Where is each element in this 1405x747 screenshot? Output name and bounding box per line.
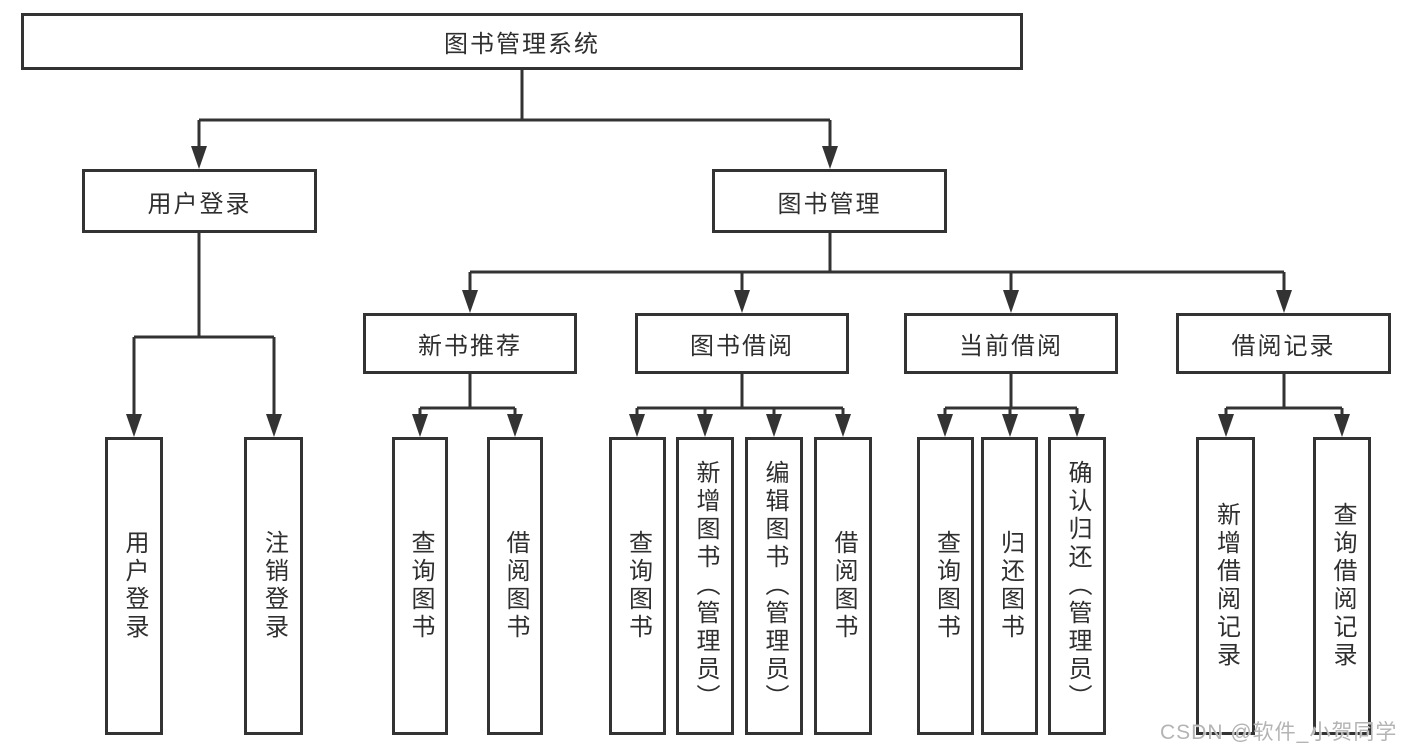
arrow-down-icon xyxy=(412,414,428,437)
leaf-return-books: 归还图书 xyxy=(981,437,1038,735)
leaf-edit-books-admin-label: 编辑图书（管理员） xyxy=(761,460,788,712)
leaf-confirm-return-admin-label: 确认归还（管理员） xyxy=(1064,460,1091,712)
connector-current-borrow-to-leaves xyxy=(943,374,1079,415)
node-new-book-recommend: 新书推荐 xyxy=(363,313,577,374)
arrow-down-icon xyxy=(822,146,838,169)
leaf-query-books-current: 查询图书 xyxy=(917,437,974,735)
node-book-management-label: 图书管理 xyxy=(777,190,882,218)
arrow-down-icon xyxy=(766,414,782,437)
leaf-user-login-label: 用户登录 xyxy=(121,530,148,642)
node-book-management: 图书管理 xyxy=(712,169,947,233)
arrow-down-icon xyxy=(266,414,282,437)
leaf-add-borrow-record: 新增借阅记录 xyxy=(1196,437,1255,735)
leaf-query-books-current-label: 查询图书 xyxy=(932,530,960,642)
arrow-down-icon xyxy=(734,290,750,313)
leaf-edit-books-admin: 编辑图书（管理员） xyxy=(745,437,803,735)
leaf-user-login: 用户登录 xyxy=(105,437,163,735)
arrow-down-icon xyxy=(126,414,142,437)
leaf-query-borrow-record-label: 查询借阅记录 xyxy=(1329,502,1356,670)
leaf-add-borrow-record-label: 新增借阅记录 xyxy=(1212,502,1240,670)
arrow-down-icon xyxy=(1069,414,1085,437)
leaf-logout-login-label: 注销登录 xyxy=(260,530,288,642)
leaf-logout-login: 注销登录 xyxy=(244,437,303,735)
node-new-book-recommend-label: 新书推荐 xyxy=(418,333,522,360)
arrow-down-icon xyxy=(1276,290,1292,313)
node-user-login: 用户登录 xyxy=(82,169,317,233)
connector-book-borrow-to-leaves xyxy=(635,374,845,415)
node-book-borrow: 图书借阅 xyxy=(635,313,849,374)
arrow-down-icon xyxy=(629,414,645,437)
connector-root-to-level2 xyxy=(197,70,832,148)
node-borrow-records-label: 借阅记录 xyxy=(1231,333,1336,360)
node-user-login-label: 用户登录 xyxy=(147,190,252,218)
leaf-query-books-borrow-label: 查询图书 xyxy=(624,530,652,642)
leaf-confirm-return-admin: 确认归还（管理员） xyxy=(1048,437,1106,735)
arrow-down-icon xyxy=(1334,414,1350,437)
connector-borrow-records-to-leaves xyxy=(1224,374,1344,415)
connector-new-book-to-leaves xyxy=(418,374,517,415)
leaf-return-books-label: 归还图书 xyxy=(996,530,1024,642)
connector-user-login-to-leaves xyxy=(132,233,276,414)
arrow-down-icon xyxy=(191,146,207,169)
node-current-borrow: 当前借阅 xyxy=(904,313,1118,374)
leaf-query-borrow-record: 查询借阅记录 xyxy=(1313,437,1371,735)
watermark-text: CSDN @软件_小贺同学 xyxy=(1160,721,1398,744)
node-book-borrow-label: 图书借阅 xyxy=(690,333,794,360)
arrow-down-icon xyxy=(937,414,953,437)
leaf-query-books-borrow: 查询图书 xyxy=(609,437,666,735)
leaf-add-books-admin: 新增图书（管理员） xyxy=(676,437,734,735)
arrow-down-icon xyxy=(1003,290,1019,313)
leaf-borrow-books-recommend: 借阅图书 xyxy=(487,437,543,735)
arrow-down-icon xyxy=(1002,414,1018,437)
arrow-down-icon xyxy=(507,414,523,437)
leaf-query-books-recommend: 查询图书 xyxy=(392,437,448,735)
leaf-borrow-books-recommend-label: 借阅图书 xyxy=(502,530,529,642)
connector-book-management-to-level3 xyxy=(468,233,1286,292)
leaf-query-books-recommend-label: 查询图书 xyxy=(407,530,434,642)
node-root: 图书管理系统 xyxy=(21,13,1023,70)
arrow-down-icon xyxy=(697,414,713,437)
leaf-borrow-books: 借阅图书 xyxy=(814,437,872,735)
arrow-down-icon xyxy=(1218,414,1234,437)
leaf-add-books-admin-label: 新增图书（管理员） xyxy=(692,460,719,712)
leaf-borrow-books-label: 借阅图书 xyxy=(830,530,857,642)
node-root-label: 图书管理系统 xyxy=(444,31,600,58)
node-current-borrow-label: 当前借阅 xyxy=(959,333,1063,360)
arrow-down-icon xyxy=(835,414,851,437)
node-borrow-records: 借阅记录 xyxy=(1176,313,1391,374)
arrow-down-icon xyxy=(462,290,478,313)
